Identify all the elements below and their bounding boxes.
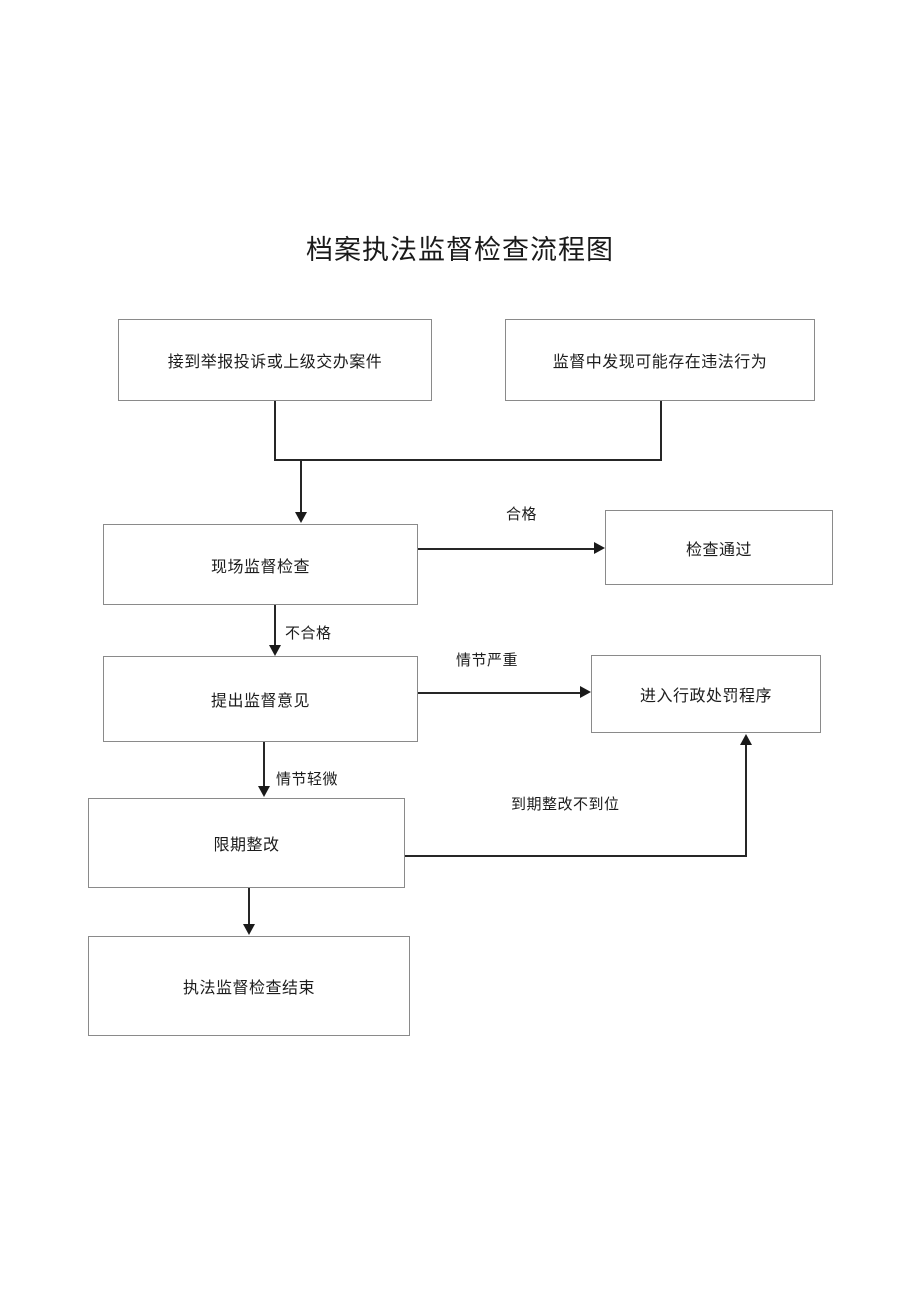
connector-opinion-to-rectify (263, 742, 265, 786)
arrowhead-into-penalty (580, 686, 591, 698)
arrowhead-into-opinion (269, 645, 281, 656)
connector-merge-horizontal (274, 459, 662, 461)
edge-label-severe: 情节严重 (456, 651, 519, 669)
node-inspection-end[interactable]: 执法监督检查结束 (88, 936, 410, 1036)
node-supervision-opinion[interactable]: 提出监督意见 (103, 656, 418, 742)
node-receive-report[interactable]: 接到举报投诉或上级交办案件 (118, 319, 432, 401)
edge-label-minor: 情节轻微 (276, 770, 339, 788)
connector-onsite-to-opinion (274, 605, 276, 646)
edge-label-unqualified: 不合格 (285, 624, 332, 642)
connector-discover-down (660, 401, 662, 459)
node-label: 限期整改 (213, 835, 280, 854)
edge-label-qualified: 合格 (506, 505, 538, 523)
arrowhead-into-pass (594, 542, 605, 554)
node-label: 现场监督检查 (210, 556, 310, 576)
node-label: 检查通过 (685, 539, 752, 559)
node-rectify-within-deadline[interactable]: 限期整改 (88, 798, 405, 888)
connector-report-down (274, 401, 276, 459)
connector-rectify-return-horizontal (405, 855, 747, 857)
connector-rectify-to-end (248, 888, 250, 925)
node-discover-violation[interactable]: 监督中发现可能存在违法行为 (505, 319, 815, 401)
arrowhead-into-end (243, 924, 255, 935)
node-onsite-inspection[interactable]: 现场监督检查 (103, 524, 418, 605)
node-label: 提出监督意见 (210, 691, 310, 710)
node-label: 接到举报投诉或上级交办案件 (167, 352, 383, 371)
node-label: 进入行政处罚程序 (639, 686, 772, 705)
arrowhead-into-rectify (258, 786, 270, 797)
arrowhead-into-penalty-return (740, 734, 752, 745)
edge-label-overdue: 到期整改不到位 (511, 795, 620, 813)
node-label: 执法监督检查结束 (182, 978, 315, 997)
node-administrative-penalty[interactable]: 进入行政处罚程序 (591, 655, 821, 733)
connector-merge-to-onsite (300, 459, 302, 513)
node-label: 监督中发现可能存在违法行为 (552, 352, 768, 371)
connector-onsite-to-pass (418, 548, 594, 550)
connector-opinion-to-penalty (418, 692, 580, 694)
arrowhead-into-onsite (295, 512, 307, 523)
node-inspection-passed[interactable]: 检查通过 (605, 510, 833, 585)
connector-rectify-return-vertical (745, 745, 747, 855)
page-title: 档案执法监督检查流程图 (306, 235, 614, 266)
